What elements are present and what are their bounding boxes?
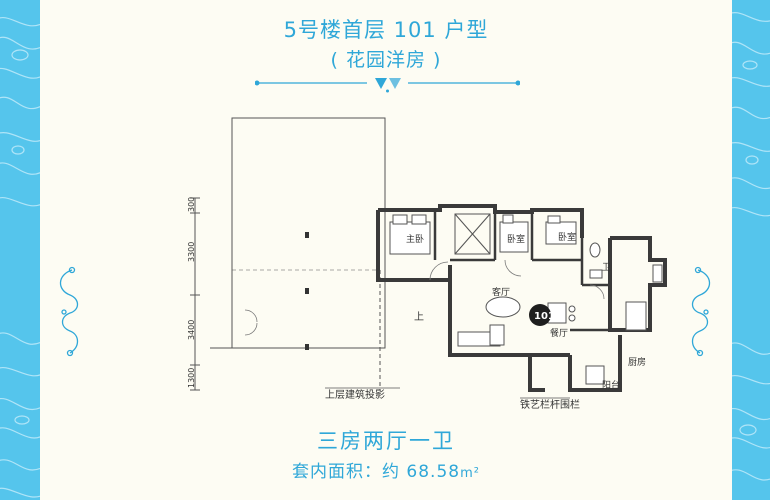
stair-mark: 上: [414, 311, 424, 323]
room-label-kitchen: 厨房: [628, 356, 646, 368]
room-label-dining-room: 餐厅: [550, 327, 568, 339]
area-unit: m²: [460, 466, 480, 481]
dimension-label-3400: 3400: [187, 320, 196, 340]
left-scroll-ornament: [59, 266, 79, 357]
floor-plan-drawing: 主卧 卧室 卧室 卫 客厅 餐厅 厨房 阳台 上 101 上层建筑投影 铁艺栏杆…: [187, 117, 667, 411]
right-scroll-ornament: [691, 266, 711, 357]
right-decorative-border: [732, 0, 770, 500]
left-wave-pattern: [0, 0, 40, 500]
room-type-label: 三房两厅一卫: [317, 429, 455, 453]
room-label-bedroom-3: 卧室: [558, 231, 576, 243]
page-title: 5号楼首层 101 户型: [283, 18, 489, 42]
right-wave-pattern: [732, 0, 770, 500]
main-content: 5号楼首层 101 户型 ( 花园洋房 ): [40, 0, 732, 500]
dimension-label-3300: 3300: [187, 242, 196, 262]
unit-badge: [529, 304, 551, 326]
left-decorative-border: [0, 0, 40, 500]
dimension-label-300: 300: [187, 197, 196, 212]
furniture: [389, 213, 663, 385]
upper-projection-note: 上层建筑投影: [325, 388, 385, 401]
room-label-bathroom: 卫: [602, 263, 611, 273]
area-label: 套内面积：约 68.58: [292, 462, 461, 482]
room-label-balcony: 阳台: [602, 379, 620, 391]
iron-fence-note: 铁艺栏杆围栏: [520, 398, 580, 411]
room-label-master-bedroom: 主卧: [406, 233, 424, 245]
unit-badge-label: 101: [534, 311, 555, 322]
title-divider-ornament: [255, 78, 520, 93]
dimension-label-1300: 1300: [187, 368, 196, 388]
area-info: 套内面积：约 68.58m²: [40, 457, 732, 482]
dimension-bar: [190, 197, 200, 391]
room-label-bedroom-2: 卧室: [507, 233, 525, 245]
room-label-living-room: 客厅: [492, 286, 510, 298]
page-subtitle: ( 花园洋房 ): [330, 49, 442, 71]
